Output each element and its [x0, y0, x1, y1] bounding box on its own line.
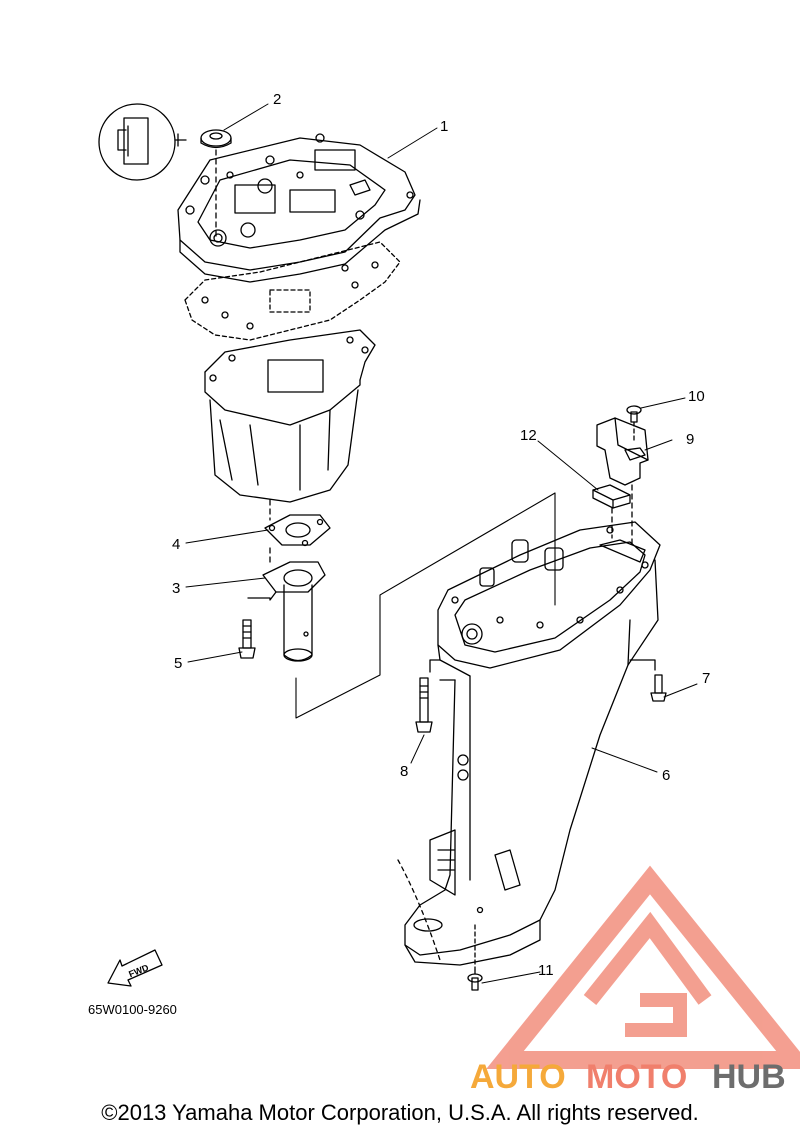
- part-11-screw: [467, 969, 483, 991]
- callout-8: 8: [400, 763, 408, 780]
- part-1-upper-plate: [177, 133, 421, 283]
- watermark-hub: HUB: [712, 1058, 786, 1096]
- fwd-arrow-icon: [107, 949, 163, 987]
- part-10-screw: [626, 405, 642, 441]
- part-12-spacer: [592, 484, 631, 539]
- part-7-bolt: [629, 659, 667, 702]
- part-8-bolt: [415, 659, 441, 733]
- callout-9: 9: [686, 431, 694, 448]
- watermark-moto: MOTO: [586, 1058, 687, 1096]
- callout-10: 10: [688, 388, 705, 405]
- gasket-holes: [201, 261, 379, 330]
- fwd-label: FWD: [127, 962, 150, 979]
- callout-11: 11: [538, 962, 554, 979]
- callout-3: 3: [172, 580, 180, 597]
- callout-5: 5: [174, 655, 182, 672]
- callout-1: 1: [440, 118, 448, 135]
- leader-lines: [185, 103, 698, 984]
- part-code: 65W0100-9260: [88, 1002, 177, 1017]
- automotohub-logo: [486, 865, 800, 1069]
- callout-2: 2: [273, 91, 281, 108]
- part-2-grommet: [200, 129, 232, 237]
- watermark-auto: AUTO: [470, 1058, 566, 1096]
- callout-6: 6: [662, 767, 670, 784]
- oil-pan: [204, 329, 376, 521]
- part-6-lower-casing: [397, 521, 661, 971]
- inset-detail: [98, 103, 187, 181]
- assembly-leader: [295, 492, 556, 719]
- gasket: [184, 241, 401, 341]
- part-9-bracket: [596, 417, 649, 549]
- callout-7: 7: [702, 670, 710, 687]
- part-4-gasket: [264, 514, 331, 566]
- callout-4: 4: [172, 536, 180, 553]
- part-5-bolt: [238, 619, 256, 659]
- copyright-notice: ©2013 Yamaha Motor Corporation, U.S.A. A…: [101, 1100, 699, 1125]
- callout-12: 12: [520, 427, 537, 444]
- part-3-exhaust-pipe: [247, 561, 326, 662]
